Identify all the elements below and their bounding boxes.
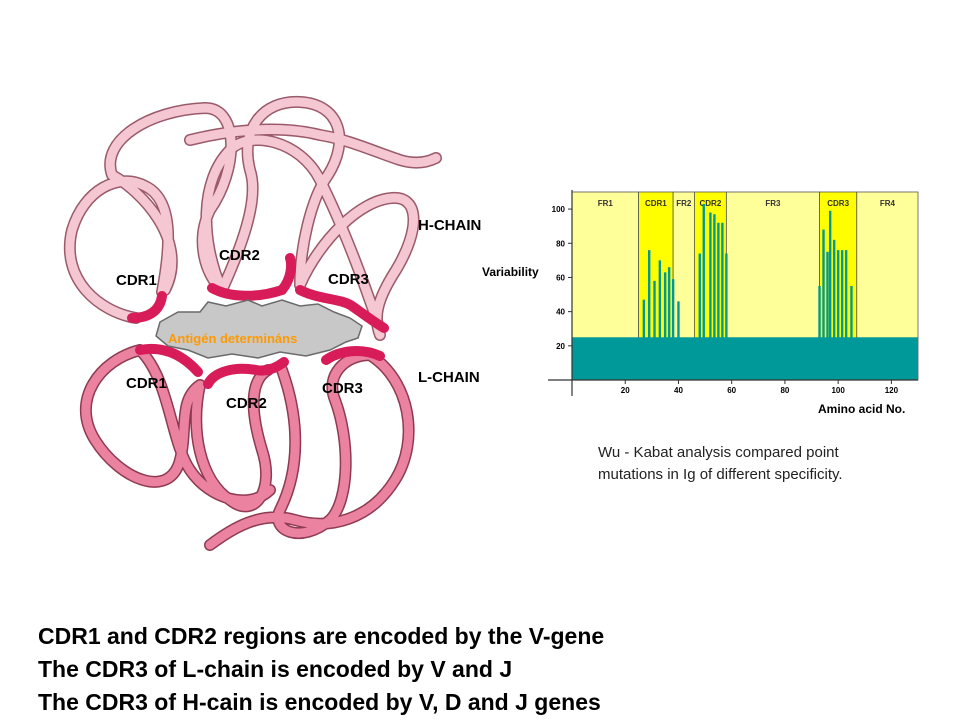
data-bar-10: [702, 203, 705, 380]
y-axis-label: Variability: [482, 265, 539, 279]
l-chain-loops: [79, 344, 415, 551]
l-cdr2-label: CDR2: [226, 395, 267, 412]
x-tick-label-80: 80: [780, 386, 789, 395]
region-label-cdr3: CDR3: [827, 199, 849, 208]
h-chain-loops: [64, 95, 442, 341]
l-cdr3-label: CDR3: [322, 380, 363, 397]
region-label-fr2: FR2: [676, 199, 692, 208]
data-bar-2: [647, 250, 651, 380]
h-chain-label: H-CHAIN: [418, 217, 481, 234]
cdr-segments: [127, 253, 389, 389]
l-chain-strand: [81, 345, 414, 550]
chart-axes: 20 40 60 80 100 20 40 60 80 100 120: [548, 190, 918, 396]
data-bar-22: [840, 250, 844, 380]
antigen-blob: [155, 299, 363, 359]
data-bar-14: [721, 222, 724, 380]
data-bar-20: [832, 239, 836, 380]
data-bar-16: [818, 286, 821, 380]
summary-text: CDR1 and CDR2 regions are encoded by the…: [38, 620, 948, 719]
data-bar-8: [677, 301, 680, 380]
data-bar-12: [713, 214, 716, 380]
caption-line-1: Wu - Kabat analysis compared point: [598, 444, 839, 461]
data-bar-6: [667, 267, 671, 380]
data-bar-17: [822, 229, 825, 380]
summary-line-3: The CDR3 of H-cain is encoded by V, D an…: [38, 689, 601, 715]
y-tick-label-80: 80: [556, 239, 565, 248]
x-axis-label: Amino acid No.: [818, 402, 905, 416]
data-bar-18: [826, 251, 829, 380]
region-label-fr1: FR1: [598, 199, 614, 208]
data-bar-23: [844, 250, 848, 380]
h-cdr3-label: CDR3: [328, 271, 369, 288]
h-cdr1-segment: [127, 291, 167, 323]
summary-line-2: The CDR3 of L-chain is encoded by V and …: [38, 656, 513, 682]
data-bar-9: [698, 253, 701, 380]
data-bar-3: [653, 280, 656, 380]
l-cdr2-segment: [203, 357, 289, 389]
data-bar-24: [850, 286, 853, 380]
data-bar-13: [717, 222, 720, 380]
chart-baseline: [572, 337, 918, 380]
summary-line-1: CDR1 and CDR2 regions are encoded by the…: [38, 623, 605, 649]
h-cdr2-label: CDR2: [219, 247, 260, 264]
baseline-band: [572, 337, 918, 380]
antibody-diagram: Antigén determináns H-CHAIN L-CHAIN CDR1…: [64, 95, 481, 551]
region-label-cdr1: CDR1: [645, 199, 667, 208]
variability-chart: FR1 CDR1 FR2 CDR2 FR3 CDR3 FR4 20 40 60 80 100 20 40…: [482, 190, 919, 416]
l-cdr3-segment: [321, 346, 385, 365]
region-label-fr4: FR4: [880, 199, 896, 208]
x-tick-label-60: 60: [727, 386, 736, 395]
caption-line-2: mutations in Ig of different specificity…: [598, 466, 843, 483]
y-tick-label-100: 100: [552, 205, 566, 214]
x-tick-label-20: 20: [621, 386, 630, 395]
y-tick-label-20: 20: [556, 342, 565, 351]
y-tick-label-40: 40: [556, 308, 565, 317]
data-bar-7: [671, 279, 675, 380]
chart-caption: Wu - Kabat analysis compared point mutat…: [598, 442, 938, 486]
data-bar-19: [828, 210, 832, 380]
data-bar-21: [836, 250, 840, 380]
x-tick-label-40: 40: [674, 386, 683, 395]
antigen-label: Antigén determináns: [168, 331, 297, 346]
region-label-fr3: FR3: [765, 199, 781, 208]
h-chain-strand: [65, 97, 441, 340]
h-cdr1-label: CDR1: [116, 272, 157, 289]
h-cdr3-segment: [295, 285, 389, 333]
x-tick-label-120: 120: [885, 386, 899, 395]
data-bar-11: [709, 212, 712, 380]
data-bar-15: [725, 253, 728, 380]
h-cdr2-segment: [207, 253, 296, 301]
l-cdr1-segment: [135, 343, 203, 377]
data-bar-5: [663, 272, 667, 380]
chart-bars: [642, 203, 853, 380]
l-chain-label: L-CHAIN: [418, 369, 480, 386]
data-bar-4: [658, 260, 662, 380]
data-bar-1: [642, 299, 646, 380]
region-label-cdr2: CDR2: [700, 199, 722, 208]
x-tick-label-100: 100: [831, 386, 845, 395]
l-cdr1-label: CDR1: [126, 375, 167, 392]
y-tick-label-60: 60: [556, 273, 565, 282]
